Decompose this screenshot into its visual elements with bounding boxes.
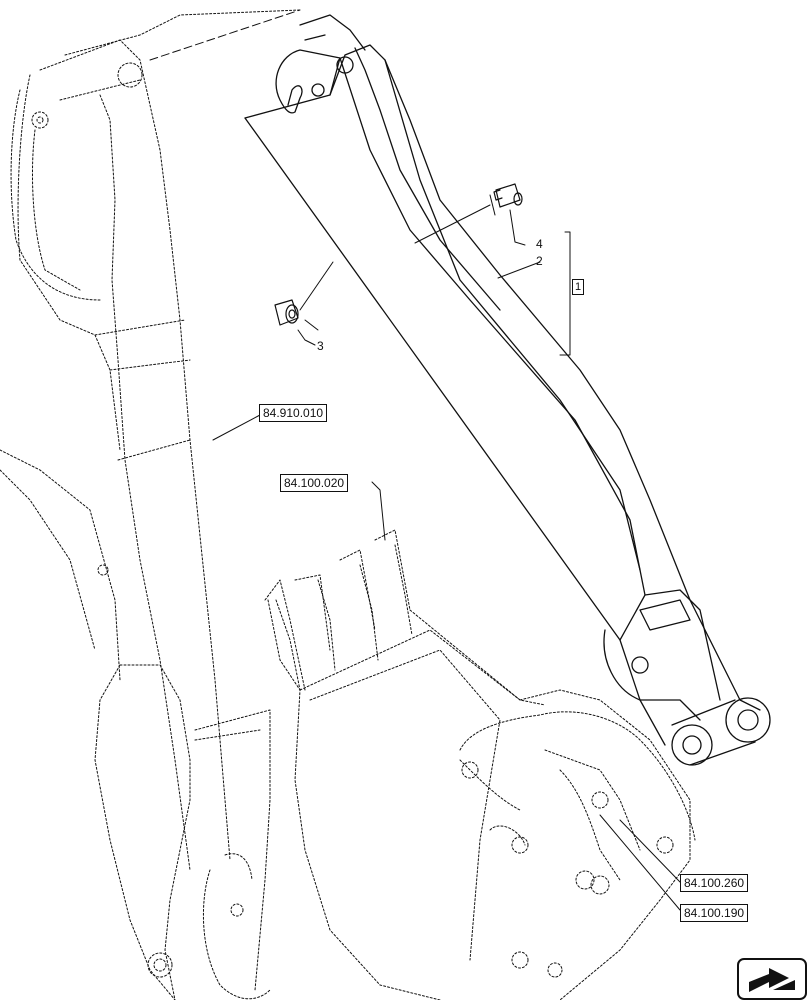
grease-fitting-4: [493, 183, 523, 208]
ref-dipper-stick[interactable]: 84.910.010: [259, 404, 328, 422]
callout-item-2: 2: [536, 254, 543, 268]
ref-linkage-b[interactable]: 84.100.190: [680, 904, 749, 922]
dipper-stick-outline: [0, 9, 301, 1000]
bucket-assembly: [264, 529, 696, 1000]
boom-arm: [244, 14, 771, 766]
callout-group-1: 1: [572, 279, 584, 295]
navigation-button[interactable]: [737, 958, 807, 1000]
arrow-navigation-icon: [749, 968, 795, 992]
leader-lines: [212, 194, 681, 911]
ref-linkage-a[interactable]: 84.100.260: [680, 874, 749, 892]
grease-fitting-3: [274, 299, 299, 326]
callout-item-3: 3: [317, 339, 324, 353]
ref-bucket-teeth[interactable]: 84.100.020: [280, 474, 349, 492]
callout-item-4: 4: [536, 237, 543, 251]
